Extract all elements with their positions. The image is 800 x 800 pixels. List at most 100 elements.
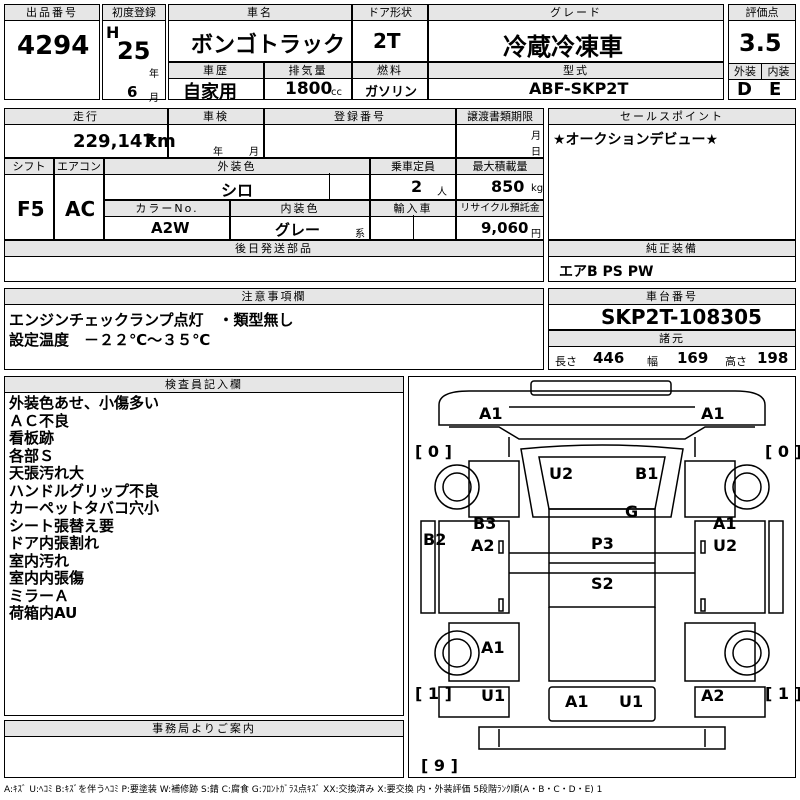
length-label: 長さ	[555, 355, 577, 368]
aircon-label: エアコン	[54, 158, 104, 175]
registration-number-cell: 登録番号	[264, 108, 456, 158]
mileage-cell: 走行 229,147 km	[4, 108, 176, 158]
first-registration-cell: 初度登録 H 25 年 6 月	[102, 4, 166, 104]
displacement-cell: 排気量 1800 cc	[264, 62, 352, 100]
mark-glass: G	[625, 502, 638, 521]
mileage-label: 走行	[4, 108, 168, 125]
sales-point-cell: セールスポイント ★オークションデビュー★	[548, 108, 796, 240]
exterior-color-cell: 外装色 シロ	[104, 158, 370, 200]
shift: F5	[17, 197, 45, 221]
height-label: 高さ	[725, 355, 747, 368]
inspector-line: 天張汚れ大	[9, 464, 85, 482]
mark-right-door-upper: A1	[713, 514, 737, 533]
color-number-label: カラーNo.	[104, 200, 230, 217]
history: 自家用	[183, 82, 237, 103]
inspector-line: ハンドルグリップ不良	[9, 481, 160, 500]
mark-front-left: A1	[479, 404, 503, 423]
exterior-grade: D	[737, 79, 752, 100]
exterior-label: 外装	[728, 63, 762, 80]
lot-number-cell: 出品番号 4294	[4, 4, 100, 100]
notes-label: 注意事項欄	[4, 288, 544, 305]
sales-point-text: ★オークションデビュー★	[553, 132, 719, 148]
fuel: ガソリン	[365, 85, 418, 100]
mark-rear-count: [ 9 ]	[421, 756, 458, 775]
transfer-deadline-cell: 譲渡書類期限 月 日	[456, 108, 544, 158]
height: 198	[757, 349, 789, 367]
legend: A:ｷｽﾞ U:ﾍｺﾐ B:ｷｽﾞを伴うﾍｺﾐ P:要塗装 W:補修跡 S:錆 …	[4, 785, 603, 795]
office-cell: 事務局よりご案内	[4, 720, 404, 778]
equipment-cell: 純正装備 エアB PS PW	[548, 240, 796, 282]
inspection-label: 車検	[168, 108, 264, 125]
inspector-line: 看板跡	[9, 429, 55, 447]
import-label: 輸入車	[370, 200, 456, 217]
width-label: 幅	[647, 355, 658, 368]
car-name: ボンゴトラック	[191, 33, 346, 58]
color-divider	[329, 173, 330, 199]
mark-tailgate-left: A1	[565, 692, 589, 711]
mark-right-door-lower: U2	[713, 536, 737, 555]
displacement: 1800	[285, 79, 333, 99]
interior-grade: E	[769, 79, 782, 100]
equipment-label: 純正装備	[548, 240, 796, 257]
inspector-line: 各部Ｓ	[9, 446, 55, 465]
inspector-line: ミラーＡ	[9, 586, 70, 605]
recycle-unit: 円	[531, 229, 541, 240]
inspection-cell: 車検 年 月	[168, 108, 264, 158]
import-divider	[413, 215, 414, 239]
capacity-label: 乗車定員	[370, 158, 456, 175]
grade-cell: グレード 冷蔵冷凍車	[428, 4, 724, 62]
chassis-label: 車台番号	[548, 288, 796, 305]
inspector-line: 外装色あせ、小傷多い	[9, 394, 160, 412]
recycle-cell: リサイクル預託金 9,060 円	[456, 200, 544, 240]
equipment-text: エアB PS PW	[559, 264, 654, 280]
history-cell: 車歴 自家用	[168, 62, 264, 103]
inspector-line: ドア内張割れ	[9, 534, 100, 552]
mark-left-door-lower: A2	[471, 536, 495, 555]
car-name-cell: 車名 ボンゴトラック	[168, 4, 352, 62]
lot-number-label: 出品番号	[4, 4, 100, 21]
later-parts-cell: 後日発送部品	[4, 240, 544, 282]
notes-line-1: エンジンチェックランプ点灯 ・類型無し	[9, 311, 294, 329]
mark-left-count-front: [ 0 ]	[415, 442, 452, 461]
inspector-lines: 外装色あせ、小傷多い ＡＣ不良 看板跡 各部Ｓ 天張汚れ大 ハンドルグリップ不良…	[9, 394, 160, 623]
inspector-line: カーペットタバコ穴小	[9, 499, 160, 517]
inspector-line: シート張替え要	[9, 516, 115, 535]
import-cell: 輸入車	[370, 200, 456, 240]
mark-right-count-rear: [ 1 ]	[765, 684, 800, 703]
mark-windshield-left: U2	[549, 464, 573, 483]
later-parts-label: 後日発送部品	[4, 240, 544, 257]
max-load: 850	[491, 177, 525, 196]
mark-left-door-upper: B3	[473, 514, 496, 533]
width: 169	[677, 349, 709, 367]
mark-right-count-front: [ 0 ]	[765, 442, 800, 461]
mark-rear-right: A2	[701, 686, 725, 705]
inspector-line: 室内汚れ	[9, 551, 70, 570]
score-label: 評価点	[728, 4, 796, 21]
history-label: 車歴	[168, 62, 264, 79]
inspector-cell: 検査員記入欄 外装色あせ、小傷多い ＡＣ不良 看板跡 各部Ｓ 天張汚れ大 ハンド…	[4, 376, 404, 716]
transfer-deadline-label: 譲渡書類期限	[456, 108, 544, 125]
interior-color-label: 内装色	[230, 200, 370, 217]
color-number: A2W	[151, 219, 190, 237]
max-load-cell: 最大積載量 850 kg	[456, 158, 544, 200]
transfer-month-unit: 月	[531, 131, 541, 142]
recycle-fee: 9,060	[481, 219, 529, 237]
office-label: 事務局よりご案内	[4, 720, 404, 737]
displacement-unit: cc	[331, 87, 342, 98]
inspector-line: 荷箱内AU	[9, 604, 78, 622]
model-label: 型式	[428, 62, 724, 79]
interior-color: グレー	[275, 221, 321, 239]
reg-year: 25	[117, 37, 151, 65]
capacity: 2	[411, 177, 423, 196]
max-load-unit: kg	[531, 183, 544, 194]
displacement-label: 排気量	[264, 62, 352, 79]
grade-label: グレード	[428, 4, 724, 21]
shift-label: シフト	[4, 158, 54, 175]
lot-number: 4294	[17, 31, 90, 61]
door-type: 2T	[373, 29, 401, 53]
mark-windshield-right: B1	[635, 464, 658, 483]
capacity-cell: 乗車定員 2 人	[370, 158, 456, 200]
mark-front-right: A1	[701, 404, 725, 423]
grade: 冷蔵冷凍車	[503, 33, 623, 61]
reg-month: 6	[127, 83, 138, 101]
